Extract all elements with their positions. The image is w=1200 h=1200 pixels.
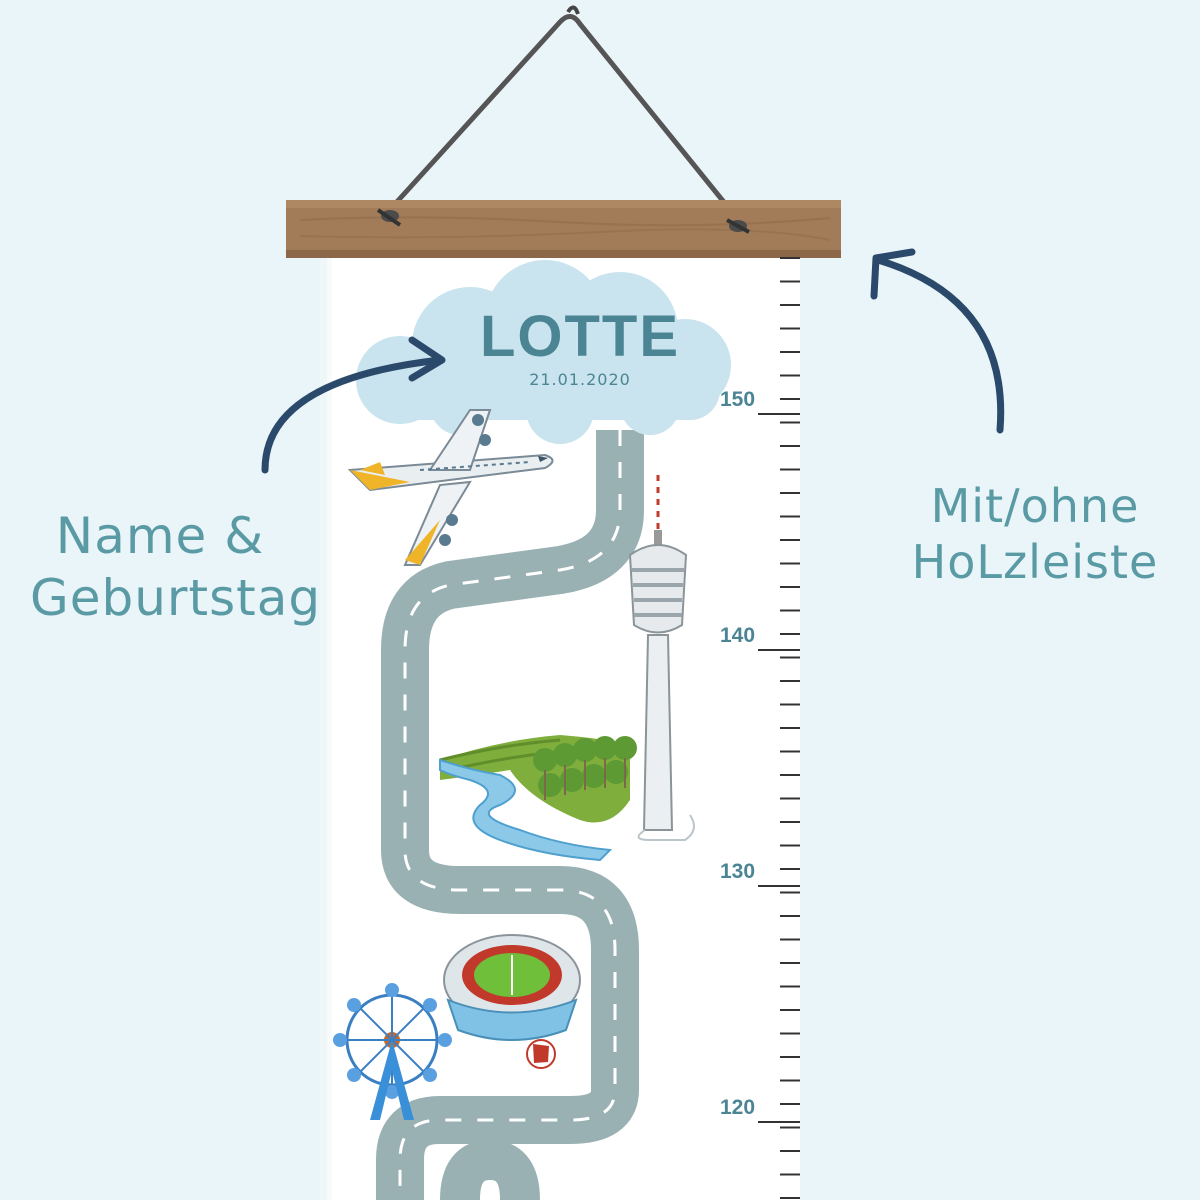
stadium-icon <box>443 934 581 1041</box>
hanging-cord-icon <box>382 5 743 225</box>
birth-date: 21.01.2020 <box>529 370 631 389</box>
child-name: LOTTE <box>479 304 681 369</box>
ruler <box>758 257 800 1199</box>
road-icon <box>376 430 644 1200</box>
annotation-name-birthday: Name & Geburtstag <box>30 505 322 629</box>
wooden-bar-icon <box>286 200 841 258</box>
ferris-wheel-icon <box>333 983 452 1120</box>
ruler-label: 120 <box>720 1096 756 1119</box>
annotation-right-line1: Mit/ohne <box>930 479 1140 533</box>
ruler-label: 130 <box>720 860 756 883</box>
annotation-wooden-bar: Mit/ohne HoLzleiste <box>905 478 1165 590</box>
cloud-icon <box>356 260 731 444</box>
vineyard-river-icon <box>439 735 637 862</box>
arrow-right-icon <box>870 248 1005 434</box>
ruler-label: 150 <box>720 388 756 411</box>
airplane-icon <box>347 409 554 566</box>
annotation-left-line1: Name & <box>55 507 265 565</box>
ruler-label: 140 <box>720 624 756 647</box>
arrow-left-icon <box>261 336 446 474</box>
annotation-right-line2: HoLzleiste <box>911 535 1159 589</box>
annotation-left-line2: Geburtstag <box>30 569 322 627</box>
tv-tower-icon <box>628 475 695 841</box>
football-icon <box>526 1039 556 1069</box>
